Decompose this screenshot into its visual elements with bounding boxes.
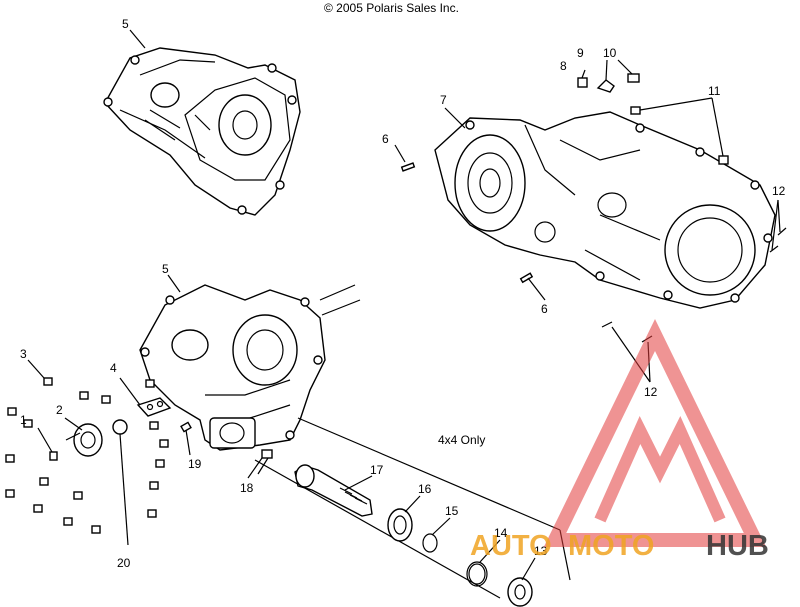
plug-11a — [630, 106, 641, 115]
screw-1 — [37, 427, 58, 461]
callout-16: 16 — [418, 482, 432, 496]
callout-20: 20 — [117, 556, 131, 570]
callout-17: 17 — [370, 463, 384, 477]
snap-ring-14 — [466, 561, 488, 587]
callout-13: 13 — [534, 544, 548, 558]
dowel-pins — [400, 162, 534, 284]
callout-4: 4 — [110, 361, 117, 375]
note-4x4-only: 4x4 Only — [438, 433, 485, 447]
bearing-2 — [65, 423, 103, 457]
small-fittings — [577, 73, 729, 165]
pin-18 — [257, 449, 273, 475]
washer-13 — [507, 577, 533, 607]
pin-19 — [180, 421, 192, 433]
watermark-logo — [543, 319, 767, 547]
bracket-4 — [136, 397, 172, 417]
callout-18: 18 — [240, 481, 254, 495]
callout-2: 2 — [56, 403, 63, 417]
four-by-four-lines — [254, 417, 571, 599]
callout-5-upper: 5 — [122, 17, 129, 31]
plug-11b — [718, 155, 729, 165]
callout-3: 3 — [20, 347, 27, 361]
callout-6-upper: 6 — [382, 132, 389, 146]
upper-left-housing — [103, 47, 301, 216]
callout-6-lower: 6 — [541, 302, 548, 316]
copyright-text: © 2005 Polaris Sales Inc. — [324, 1, 459, 15]
callout-19: 19 — [188, 457, 202, 471]
collar-20 — [112, 419, 129, 546]
callout-14: 14 — [494, 526, 508, 540]
callout-5-lower: 5 — [162, 262, 169, 276]
seal-16 — [387, 508, 413, 542]
fitting-10 — [627, 73, 640, 83]
watermark-wordmark: AUTO MOTO HUB — [470, 530, 769, 562]
fitting-9 — [596, 79, 615, 93]
watermark-moto: MOTO — [568, 530, 654, 562]
ring-15 — [422, 533, 438, 553]
callout-12-lower: 12 — [644, 385, 658, 399]
callout-8: 8 — [560, 59, 567, 73]
callout-15: 15 — [445, 504, 459, 518]
callout-10: 10 — [603, 46, 617, 60]
upper-right-case — [434, 111, 776, 309]
callout-1: 1 — [20, 413, 27, 427]
lower-housing — [139, 284, 361, 451]
callout-labels: 5 5 6 6 7 8 9 10 11 12 12 13 14 15 16 17… — [20, 17, 786, 570]
callout-11: 11 — [708, 84, 721, 98]
shaft-17 — [294, 464, 373, 517]
watermark-auto: AUTO — [470, 530, 552, 562]
callout-9: 9 — [577, 46, 584, 60]
fitting-8 — [577, 77, 588, 88]
watermark-hub: HUB — [706, 530, 769, 562]
callout-7: 7 — [440, 93, 447, 107]
bolts — [5, 377, 169, 534]
callout-12-right: 12 — [772, 184, 786, 198]
